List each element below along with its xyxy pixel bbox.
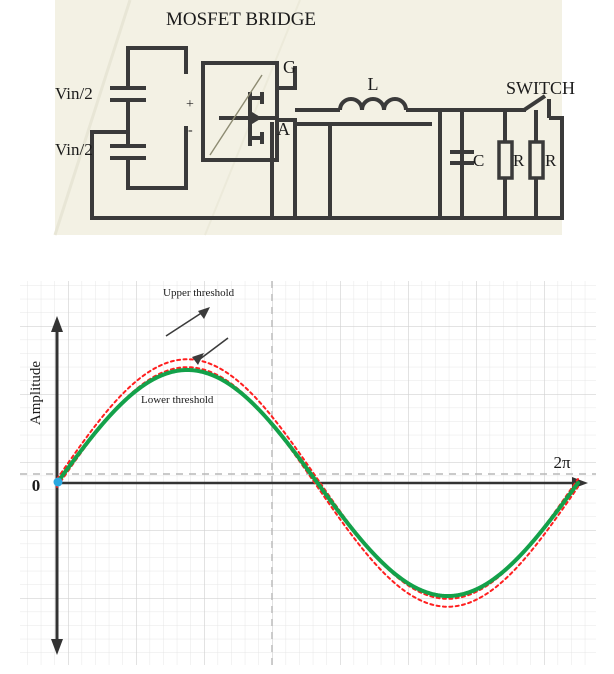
mosfet-arrow [252, 112, 262, 124]
label-switch: SWITCH [506, 78, 575, 98]
y-axis-label: Amplitude [28, 361, 44, 426]
y-axis-arrow-up [51, 316, 63, 332]
scan-streak-mosfet [209, 74, 263, 156]
inductor-symbol [295, 97, 440, 112]
circuit-title: MOSFET BRIDGE [166, 9, 316, 30]
label-vin-bottom: Vin/2 [55, 140, 93, 159]
label-resistor-2: R [545, 151, 557, 170]
label-plus-terminal: + [186, 97, 194, 112]
label-minus-terminal: - [188, 123, 193, 138]
capacitor-symbol [450, 110, 474, 218]
scan-streak-left [53, 0, 132, 236]
y-axis-arrow-down [51, 639, 63, 655]
resistor-1-symbol [497, 140, 514, 180]
label-gate: G [283, 57, 296, 77]
label-node-a: A [277, 119, 290, 139]
label-capacitor: C [473, 151, 484, 170]
origin-marker [53, 477, 63, 487]
switch-symbol [505, 94, 562, 120]
label-vin-top: Vin/2 [55, 84, 93, 103]
waveform-chart-svg: Upper threshold Lower threshold Amplitud… [20, 281, 596, 665]
signal-curve [55, 368, 580, 598]
label-resistor-1: R [513, 151, 525, 170]
x-axis-2pi-label: 2π [553, 453, 571, 472]
upper-threshold-arrowhead [198, 307, 210, 319]
waveform-chart-panel: Upper threshold Lower threshold Amplitud… [0, 258, 614, 674]
label-inductor: L [368, 74, 379, 94]
y-axis-zero-label: 0 [32, 476, 41, 495]
lower-threshold-label: Lower threshold [141, 394, 214, 406]
circuit-wires [90, 46, 564, 220]
circuit-diagram-svg: MOSFET BRIDGE Vin/2 Vin/2 + - G A L C R … [53, 0, 575, 236]
circuit-diagram-panel: MOSFET BRIDGE Vin/2 Vin/2 + - G A L C R … [0, 0, 614, 240]
upper-threshold-label: Upper threshold [163, 287, 235, 299]
lower-threshold-arrowhead [192, 353, 204, 365]
circuit-background [55, 0, 562, 235]
resistor-2-symbol [528, 140, 545, 180]
